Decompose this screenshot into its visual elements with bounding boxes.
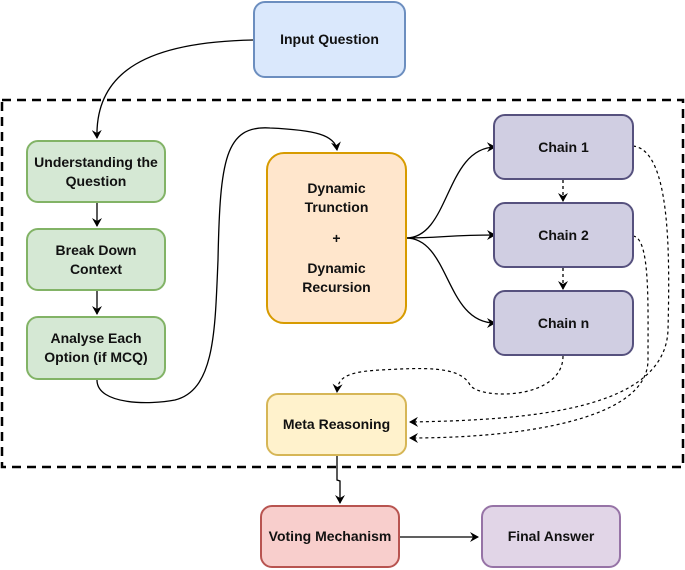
edge-chainn-to-meta <box>332 355 564 395</box>
plus-label: + <box>332 229 341 246</box>
input-question-node[interactable]: Input Question <box>253 1 406 78</box>
analyse-label: Analyse Each Option (if MCQ) <box>44 330 148 365</box>
edge-analyse-to-dynamic <box>96 127 341 404</box>
edge-chain2-to-meta <box>409 235 649 443</box>
understanding-node[interactable]: Understanding the Question <box>26 140 166 203</box>
voting-mechanism-node[interactable]: Voting Mechanism <box>260 505 400 568</box>
chain-n-label: Chain n <box>537 314 590 331</box>
input-question-label: Input Question <box>280 31 379 48</box>
dynamic-node[interactable]: Dynamic Trunction + Dynamic Recursion <box>266 152 407 324</box>
dynamic-recursion-label: Dynamic Recursion <box>302 260 371 296</box>
voting-mechanism-label: Voting Mechanism <box>268 528 392 545</box>
chain-n-node[interactable]: Chain n <box>493 290 634 356</box>
process-boundary <box>0 98 685 469</box>
edge-dynamic-to-chain2 <box>405 230 496 241</box>
final-answer-node[interactable]: Final Answer <box>481 505 621 568</box>
dynamic-truncation-label: Dynamic Trunction <box>304 179 369 215</box>
edge-dynamic-to-chainn <box>405 237 496 328</box>
chain-1-label: Chain 1 <box>538 138 589 155</box>
meta-reasoning-label: Meta Reasoning <box>282 416 391 433</box>
edge-meta-to-voting <box>335 456 345 504</box>
understanding-label: Understanding the Question <box>34 153 158 189</box>
edge-dynamic-to-chain1 <box>405 142 496 239</box>
edge-chain1-to-meta <box>409 145 670 427</box>
chain-2-node[interactable]: Chain 2 <box>493 202 634 268</box>
final-answer-label: Final Answer <box>507 528 595 545</box>
analyse-node[interactable]: Analyse Each Option (if MCQ) <box>26 316 166 380</box>
break-down-label: Break Down Context <box>55 241 137 277</box>
break-down-node[interactable]: Break Down Context <box>26 228 166 291</box>
chain-2-label: Chain 2 <box>538 226 589 243</box>
meta-reasoning-node[interactable]: Meta Reasoning <box>266 393 407 456</box>
edge-input-to-understanding <box>91 39 254 139</box>
chain-1-node[interactable]: Chain 1 <box>493 114 634 180</box>
